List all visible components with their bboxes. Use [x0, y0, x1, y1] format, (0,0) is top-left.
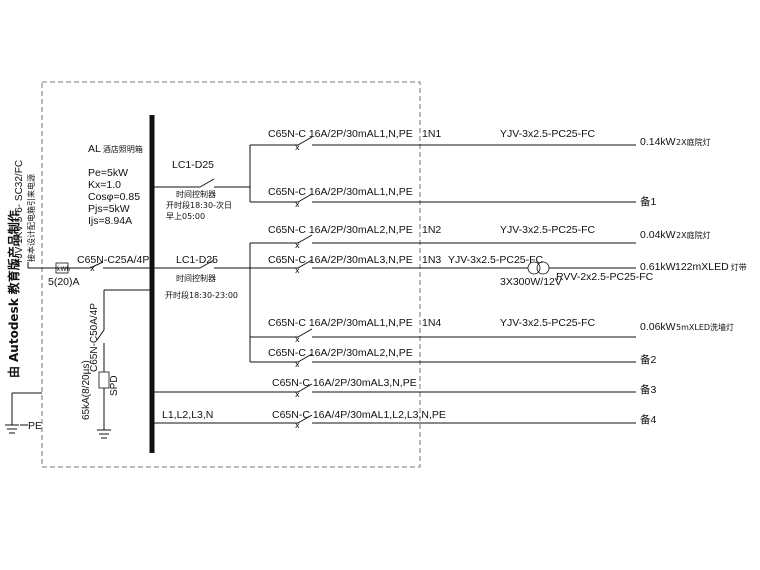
- spd-breaker-symbol: [96, 329, 105, 341]
- circuit-breaker-symbol: [297, 193, 313, 203]
- spd-icon: [98, 371, 110, 389]
- svg-text:x: x: [295, 335, 300, 344]
- circuit-load: 备1: [640, 195, 656, 208]
- contactor-2-id: LC1-D25: [176, 254, 218, 266]
- circuit-load: 0.61kW: [640, 261, 676, 273]
- circuit-breaker-label: C65N-C 16A/2P/30mAL1,N,PE: [268, 317, 413, 329]
- circuit-note: 2X庭院灯: [676, 230, 711, 240]
- circuit-note: 2X庭院灯: [676, 137, 711, 147]
- circuit-breaker-symbol: [297, 259, 313, 269]
- incoming-cable-label: YJV-1KV-5*6- SC32/FC: [14, 160, 25, 265]
- circuit-cable: YJV-3x2.5-PC25-FC: [500, 317, 596, 329]
- circuit-id: 1N1: [422, 128, 441, 140]
- pe-label: PE: [28, 420, 42, 432]
- circuit-breaker-symbol: [297, 136, 313, 146]
- circuit-4: C65N-C 16A/2P/30mAL3,N,PE 1N3 YJV-3x2.5-…: [250, 254, 747, 288]
- contactor-1-schedule-2: 早上05:00: [166, 212, 205, 221]
- circuit-load: 0.06kW: [640, 321, 676, 333]
- contactor-1-schedule-1: 开时段18:30-次日: [166, 200, 232, 210]
- circuit-1: C65N-C 16A/2P/30mAL1,N,PE 1N1 YJV-3x2.5-…: [250, 128, 711, 152]
- circuit-breaker-label: C65N-C 16A/2P/30mAL1,N,PE: [268, 186, 413, 198]
- transformer-cable: RVV-2x2.5-PC25-FC: [556, 271, 654, 283]
- circuit-load: 备2: [640, 353, 656, 366]
- contactor-1-timer: 时间控制器: [176, 189, 216, 199]
- circuit-id: 1N2: [422, 224, 441, 236]
- circuit-load: 0.14kW: [640, 136, 676, 148]
- svg-text:x: x: [295, 143, 300, 152]
- circuit-5: C65N-C 16A/2P/30mAL1,N,PE 1N4 YJV-3x2.5-…: [250, 317, 734, 344]
- panel-pe: Pe=5kW: [88, 167, 128, 179]
- circuit-6: C65N-C 16A/2P/30mAL2,N,PE x 备2: [250, 347, 656, 369]
- incoming-breaker-label: C65N-C25A/4P: [77, 254, 149, 266]
- contactor-1-symbol: [199, 178, 215, 188]
- transformer-label: 3X300W/12V: [500, 276, 562, 288]
- watermark-text: 由Autodesk教育版产品制作: [6, 210, 21, 378]
- circuit-breaker-label: C65N-C 16A/2P/30mAL1,N,PE: [268, 128, 413, 140]
- panel-pjs: Pjs=5kW: [88, 203, 130, 215]
- circuit-breaker-label: C65N-C 16A/2P/30mAL2,N,PE: [268, 347, 413, 359]
- circuit-id: 1N4: [422, 317, 441, 329]
- circuit-load: 备3: [640, 383, 656, 396]
- svg-text:x: x: [295, 200, 300, 209]
- circuit-breaker-symbol: [297, 414, 313, 424]
- circuit-breaker-symbol: [297, 383, 313, 393]
- incoming-cable-note: 接本设计配电箱引来电源: [26, 174, 36, 262]
- circuit-breaker-label: C65N-C 16A/2P/30mAL2,N,PE: [268, 224, 413, 236]
- circuit-7: C65N-C 16A/2P/30mAL3,N,PE x 备3: [152, 377, 656, 399]
- meter-box: [55, 262, 69, 274]
- contactor-2-timer: 时间控制器: [176, 273, 216, 283]
- spd-rating: 65kA(8/20µs): [81, 360, 92, 420]
- circuit-cable: YJV-3x2.5-PC25-FC: [500, 128, 596, 140]
- circuit-id: 1N3: [422, 254, 441, 266]
- circuit-2: C65N-C 16A/2P/30mAL1,N,PE x 备1: [250, 186, 656, 209]
- svg-text:kWh: kWh: [57, 266, 70, 273]
- svg-text:x: x: [295, 241, 300, 250]
- circuit-breaker-label: C65N-C 16A/4P/30mAL1,L2,L3,N,PE: [272, 409, 446, 421]
- svg-text:x: x: [295, 421, 300, 430]
- circuit-cable: YJV-3x2.5-PC25-FC: [448, 254, 544, 266]
- meter-rating: 5(20)A: [48, 276, 80, 288]
- circuit-cable: YJV-3x2.5-PC25-FC: [500, 224, 596, 236]
- circuit-3: C65N-C 16A/2P/30mAL2,N,PE 1N2 YJV-3x2.5-…: [250, 224, 711, 250]
- circuit-breaker-symbol: [297, 328, 313, 338]
- circuit-breaker-symbol: [297, 353, 313, 363]
- panel-cos: Cosφ=0.85: [88, 191, 140, 203]
- bus-phase-label: L1,L2,L3,N: [162, 409, 213, 421]
- circuit-breaker-label: C65N-C 16A/2P/30mAL3,N,PE: [272, 377, 417, 389]
- spd-breaker-label: C65N-C50A/4P: [89, 303, 100, 372]
- transformer-icon: [527, 261, 541, 275]
- panel-kx: Kx=1.0: [88, 179, 121, 191]
- circuit-load: 备4: [640, 413, 656, 426]
- circuit-8: C65N-C 16A/4P/30mAL1,L2,L3,N,PE x 备4: [272, 409, 656, 430]
- spd-label: SPD: [109, 375, 120, 396]
- svg-text:x: x: [295, 360, 300, 369]
- svg-text:x: x: [90, 264, 95, 273]
- svg-text:x: x: [295, 266, 300, 275]
- contactor-2-schedule: 开时段18:30-23:00: [165, 290, 238, 300]
- panel-enclosure: [41, 81, 421, 468]
- contactor-1-id: LC1-D25: [172, 159, 214, 171]
- incoming-breaker-symbol: [89, 261, 104, 269]
- circuit-breaker-symbol: [297, 234, 313, 244]
- circuit-load: 0.04kW: [640, 229, 676, 241]
- contactor-2-symbol: [199, 259, 215, 269]
- circuit-breaker-label: C65N-C 16A/2P/30mAL3,N,PE: [268, 254, 413, 266]
- svg-text:x: x: [295, 390, 300, 399]
- panel-ijs: Ijs=8.94A: [88, 215, 132, 227]
- circuit-note: 5mXLED洗墙灯: [676, 322, 734, 332]
